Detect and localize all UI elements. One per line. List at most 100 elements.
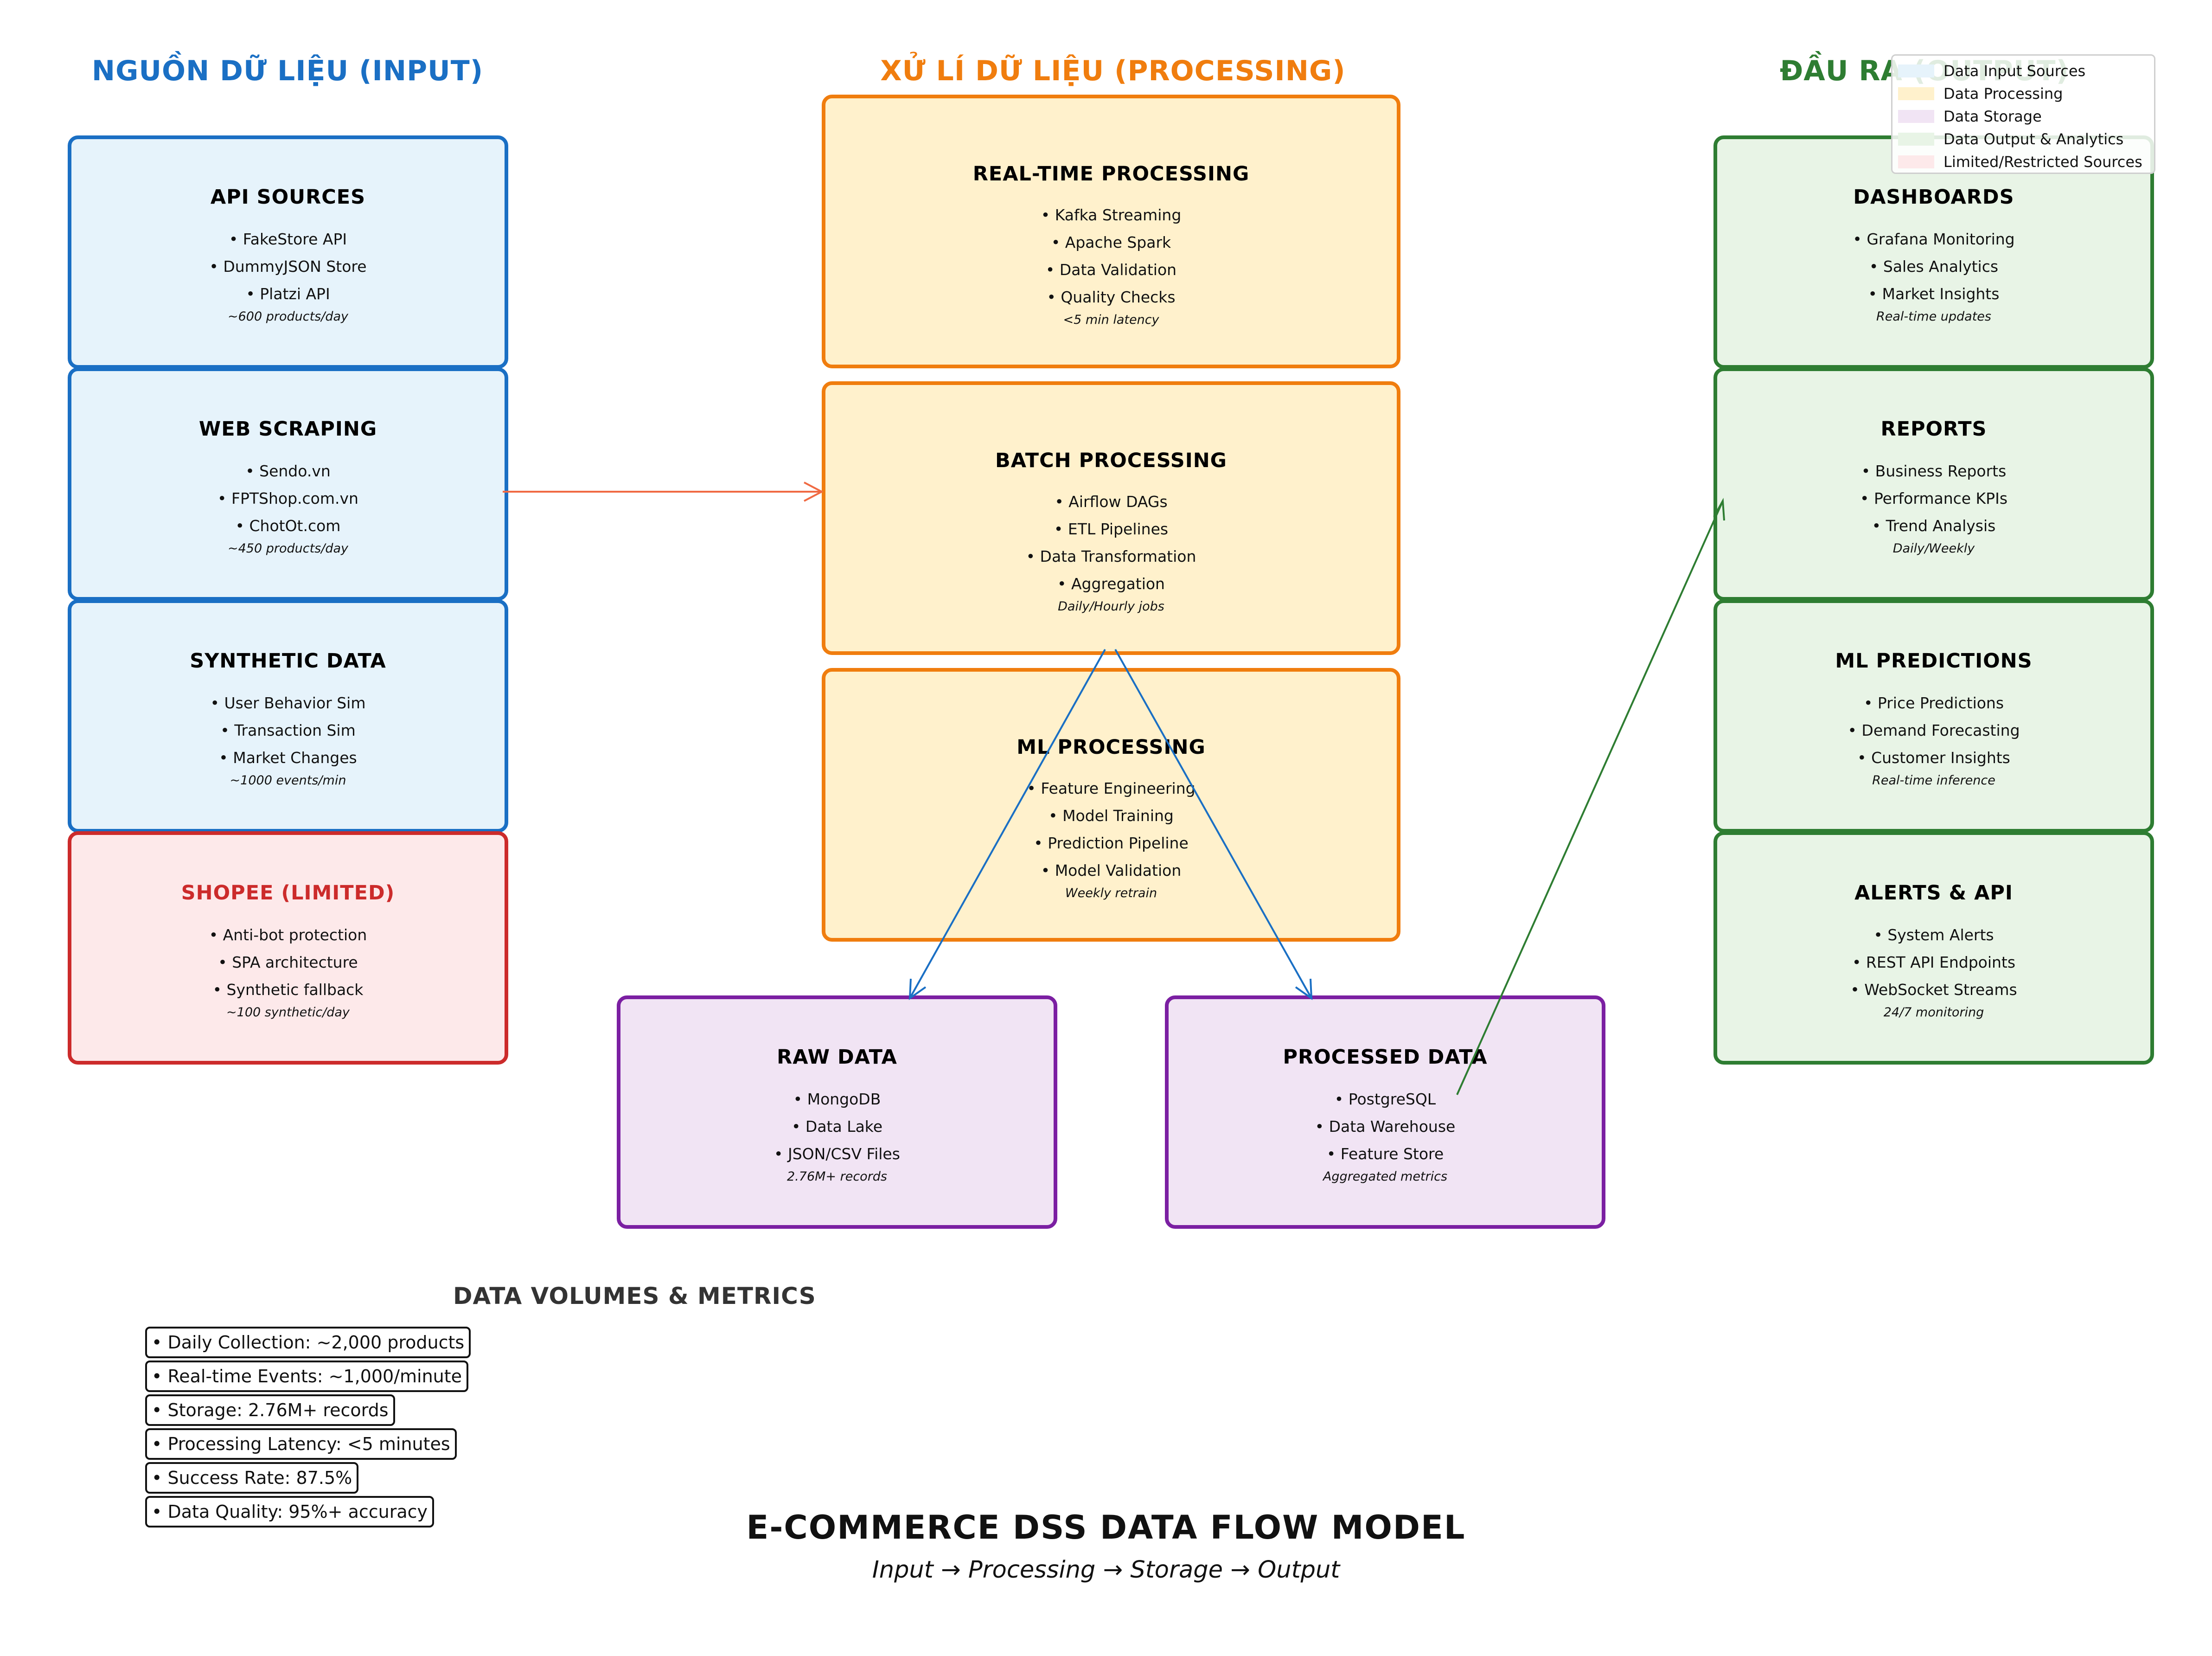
box-item: • SPA architecture: [218, 953, 358, 971]
metric-item: • Storage: 2.76M+ records: [145, 1394, 395, 1426]
box-item: • Trend Analysis: [1872, 517, 1996, 535]
diagram-title: E-COMMERCE DSS DATA FLOW MODEL: [746, 1508, 1466, 1547]
output-box-reports: REPORTS • Business Reports • Performance…: [1713, 367, 2154, 601]
box-item: • Sendo.vn: [245, 462, 331, 480]
box-title: PROCESSED DATA: [1283, 1046, 1488, 1069]
box-item: • DummyJSON Store: [209, 257, 367, 276]
input-box-api-sources: API SOURCES • FakeStore API • DummyJSON …: [68, 135, 508, 369]
box-rate: <5 min latency: [1063, 313, 1159, 327]
box-item: • Prediction Pipeline: [1034, 834, 1189, 852]
box-title: SHOPEE (LIMITED): [181, 881, 395, 905]
processing-box-batch: BATCH PROCESSING • Airflow DAGs • ETL Pi…: [822, 381, 1400, 655]
box-rate: 2.76M+ records: [787, 1169, 887, 1184]
box-item: • Quality Checks: [1047, 288, 1176, 306]
box-item: • FPTShop.com.vn: [217, 489, 358, 507]
legend-swatch: [1898, 109, 1934, 123]
box-item: • Data Lake: [791, 1117, 883, 1136]
box-item: • Anti-bot protection: [209, 926, 367, 944]
box-item: • MongoDB: [793, 1090, 881, 1108]
metric-item: • Data Quality: 95%+ accuracy: [145, 1496, 435, 1528]
box-item: • Data Transformation: [1026, 547, 1196, 565]
box-title: BATCH PROCESSING: [995, 449, 1227, 472]
box-rate: Weekly retrain: [1065, 886, 1157, 900]
box-item: • User Behavior Sim: [210, 694, 366, 712]
processing-column-header: XỬ LÍ DỮ LIỆU (PROCESSING): [880, 55, 1346, 87]
legend-label: Data Processing: [1943, 84, 2063, 103]
box-item: • Aggregation: [1057, 575, 1165, 593]
output-box-ml-predictions: ML PREDICTIONS • Price Predictions • Dem…: [1713, 599, 2154, 833]
legend-swatch: [1898, 132, 1934, 146]
legend-label: Limited/Restricted Sources: [1943, 153, 2142, 171]
metrics-list: • Daily Collection: ~2,000 products • Re…: [145, 1327, 471, 1530]
diagram-subtitle: Input → Processing → Storage → Output: [872, 1556, 1340, 1584]
box-item: • Sales Analytics: [1869, 257, 1999, 276]
metric-item: • Daily Collection: ~2,000 products: [145, 1327, 471, 1358]
legend-label: Data Storage: [1943, 107, 2042, 125]
box-title: DASHBOARDS: [1853, 186, 2014, 209]
box-item: • Market Insights: [1868, 285, 2000, 303]
box-item: • FakeStore API: [229, 230, 347, 248]
storage-box-raw-data: RAW DATA • MongoDB • Data Lake • JSON/CS…: [617, 995, 1057, 1229]
legend: Data Input Sources Data Processing Data …: [1891, 54, 2155, 174]
legend-item: Data Output & Analytics: [1898, 128, 2148, 150]
legend-swatch: [1898, 64, 1934, 77]
box-title: RAW DATA: [777, 1046, 897, 1069]
box-item: • Feature Engineering: [1027, 779, 1196, 797]
box-item: • Data Validation: [1045, 261, 1177, 279]
box-title: REAL-TIME PROCESSING: [972, 162, 1250, 186]
box-rate: Daily/Hourly jobs: [1058, 599, 1164, 614]
arrow-web-scraping-to-batch-head: [804, 481, 824, 502]
storage-box-processed-data: PROCESSED DATA • PostgreSQL • Data Wareh…: [1165, 995, 1605, 1229]
box-item: • ETL Pipelines: [1054, 520, 1169, 538]
box-item: • Grafana Monitoring: [1853, 230, 2015, 248]
box-title: REPORTS: [1880, 417, 1987, 441]
box-item: • ChotOt.com: [235, 517, 341, 535]
box-item: • Business Reports: [1861, 462, 2007, 480]
box-rate: Real-time updates: [1876, 309, 1991, 324]
box-item: • Demand Forecasting: [1848, 721, 2020, 739]
box-rate: ~600 products/day: [227, 309, 348, 324]
output-box-dashboards: DASHBOARDS • Grafana Monitoring • Sales …: [1713, 135, 2154, 369]
box-rate: Real-time inference: [1872, 773, 1995, 788]
box-rate: 24/7 monitoring: [1883, 1005, 1984, 1020]
box-item: • JSON/CSV Files: [774, 1145, 900, 1163]
metric-item: • Success Rate: 87.5%: [145, 1462, 359, 1494]
box-title: API SOURCES: [210, 186, 366, 209]
output-box-alerts-api: ALERTS & API • System Alerts • REST API …: [1713, 831, 2154, 1065]
input-box-synthetic-data: SYNTHETIC DATA • User Behavior Sim • Tra…: [68, 599, 508, 833]
box-item: • REST API Endpoints: [1852, 953, 2016, 971]
box-item: • Performance KPIs: [1860, 489, 2008, 507]
box-item: • Price Predictions: [1863, 694, 2004, 712]
legend-item: Data Storage: [1898, 105, 2148, 128]
box-title: ALERTS & API: [1854, 881, 2013, 905]
box-item: • Transaction Sim: [220, 721, 356, 739]
box-item: • Market Changes: [219, 749, 357, 767]
metric-item: • Real-time Events: ~1,000/minute: [145, 1361, 469, 1392]
metrics-heading: DATA VOLUMES & METRICS: [453, 1283, 816, 1309]
legend-label: Data Output & Analytics: [1943, 130, 2124, 148]
legend-item: Limited/Restricted Sources: [1898, 150, 2148, 173]
box-title: WEB SCRAPING: [198, 417, 377, 441]
box-item: • Feature Store: [1326, 1145, 1444, 1163]
box-rate: ~1000 events/min: [230, 773, 346, 788]
box-item: • System Alerts: [1873, 926, 1994, 944]
box-rate: ~450 products/day: [227, 541, 348, 556]
box-item: • Data Warehouse: [1315, 1117, 1456, 1136]
box-item: • Kafka Streaming: [1041, 206, 1182, 224]
box-rate: Daily/Weekly: [1892, 541, 1975, 556]
box-item: • Apache Spark: [1051, 233, 1171, 251]
processing-box-ml: ML PROCESSING • Feature Engineering • Mo…: [822, 668, 1400, 942]
input-box-shopee-limited: SHOPEE (LIMITED) • Anti-bot protection •…: [68, 831, 508, 1065]
legend-swatch: [1898, 87, 1934, 100]
box-title: SYNTHETIC DATA: [190, 649, 386, 673]
box-item: • Model Validation: [1041, 861, 1182, 879]
box-rate: Aggregated metrics: [1323, 1169, 1448, 1184]
legend-swatch: [1898, 155, 1934, 168]
legend-label: Data Input Sources: [1943, 62, 2086, 80]
box-title: ML PREDICTIONS: [1835, 649, 2033, 673]
box-item: • Customer Insights: [1857, 749, 2010, 767]
input-column-header: NGUỒN DỮ LIỆU (INPUT): [91, 55, 484, 87]
input-box-web-scraping: WEB SCRAPING • Sendo.vn • FPTShop.com.vn…: [68, 367, 508, 601]
processing-box-real-time: REAL-TIME PROCESSING • Kafka Streaming •…: [822, 95, 1400, 368]
